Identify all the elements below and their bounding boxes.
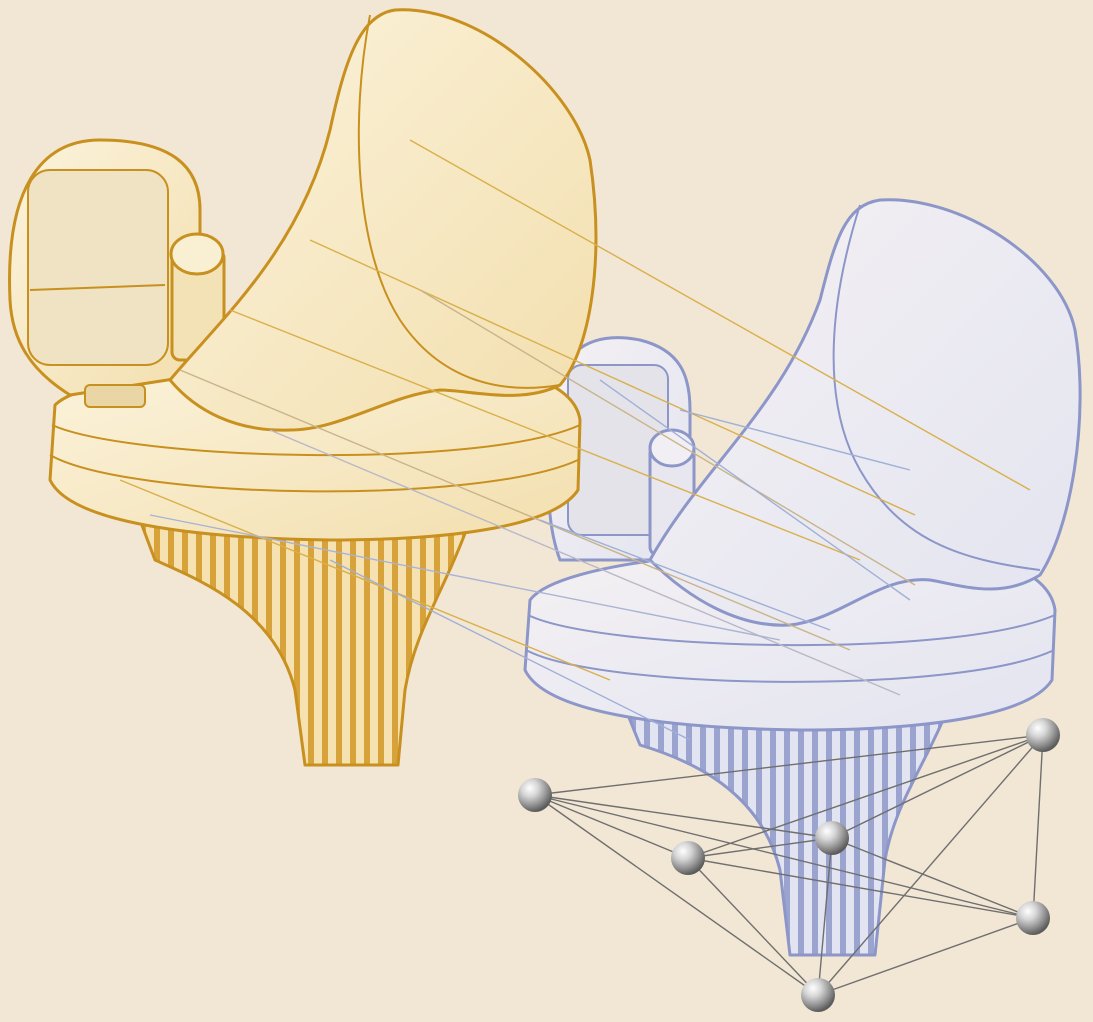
- blue-femoral-condyle: [650, 200, 1080, 625]
- knee-implant-gold: [10, 10, 596, 765]
- network-node: [1026, 718, 1060, 752]
- network-node: [1016, 901, 1050, 935]
- network-node: [671, 841, 705, 875]
- gold-femoral-condyle: [170, 10, 596, 430]
- gold-tibial-stem: [140, 520, 470, 765]
- network-node: [518, 778, 552, 812]
- network-node: [815, 821, 849, 855]
- network-node: [801, 978, 835, 1012]
